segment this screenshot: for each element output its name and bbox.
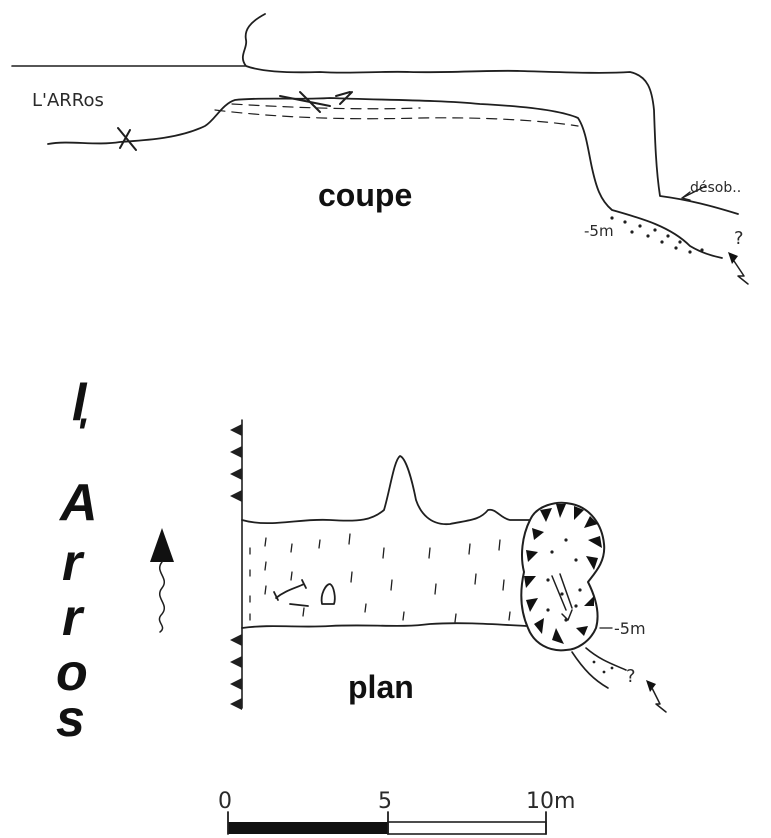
scale-segment-dark	[228, 822, 388, 834]
flow-arrow-icon	[728, 252, 749, 285]
vertical-title-char: r	[62, 534, 85, 592]
sediment-dots	[610, 216, 704, 254]
section-depth-label: -5m	[584, 222, 614, 240]
plan-question-mark: ?	[626, 666, 636, 687]
north-arrow-icon	[150, 528, 174, 633]
water-level-dashes-2	[231, 103, 421, 110]
scale-tick-label: 5	[378, 789, 392, 814]
scale-segment-light	[387, 821, 547, 835]
desob-label: désob..	[690, 180, 741, 196]
plan-title: plan	[348, 669, 414, 705]
outlet-dots	[592, 660, 614, 674]
wall-hachures	[230, 424, 242, 710]
flow-arrow-icon	[551, 573, 573, 621]
vertical-title-char: r	[62, 589, 85, 647]
vertical-title-char: A	[58, 474, 98, 532]
vertical-title: l ' A r r o s	[56, 374, 98, 748]
upper-rock-profile	[242, 13, 739, 215]
scale-tick-label: 0	[218, 789, 232, 814]
bones-icon	[273, 579, 336, 607]
shaft-hachures	[524, 504, 602, 644]
bones-icon	[117, 91, 353, 151]
section-view: L'ARRos désob.. -5m ? coupe	[11, 13, 749, 285]
plan-view: -5m ? plan	[230, 419, 667, 713]
vertical-title-char: o	[56, 644, 88, 702]
vertical-title-char: '	[76, 411, 87, 455]
shaft-outline	[520, 501, 606, 652]
section-title: coupe	[318, 177, 412, 213]
water-level-dashes	[214, 109, 579, 127]
scale-tick-label: 10m	[526, 789, 575, 814]
section-question-mark: ?	[734, 228, 744, 249]
plan-depth-label: -5m	[614, 619, 646, 638]
lower-cave-profile	[47, 97, 723, 259]
gallery-north-wall	[241, 455, 531, 525]
water-ticks	[249, 533, 511, 623]
shaft-sediment-dots	[546, 538, 582, 622]
desob-pointer-arrow	[681, 185, 707, 201]
gallery-south-wall	[241, 622, 527, 629]
scale-bar: 0 5 10m	[218, 789, 575, 835]
vertical-title-char: l	[72, 374, 88, 432]
flow-arrow-icon	[646, 680, 667, 713]
outlet-passage	[571, 647, 627, 689]
vertical-title-char: s	[56, 690, 85, 748]
place-label: L'ARRos	[32, 90, 104, 111]
